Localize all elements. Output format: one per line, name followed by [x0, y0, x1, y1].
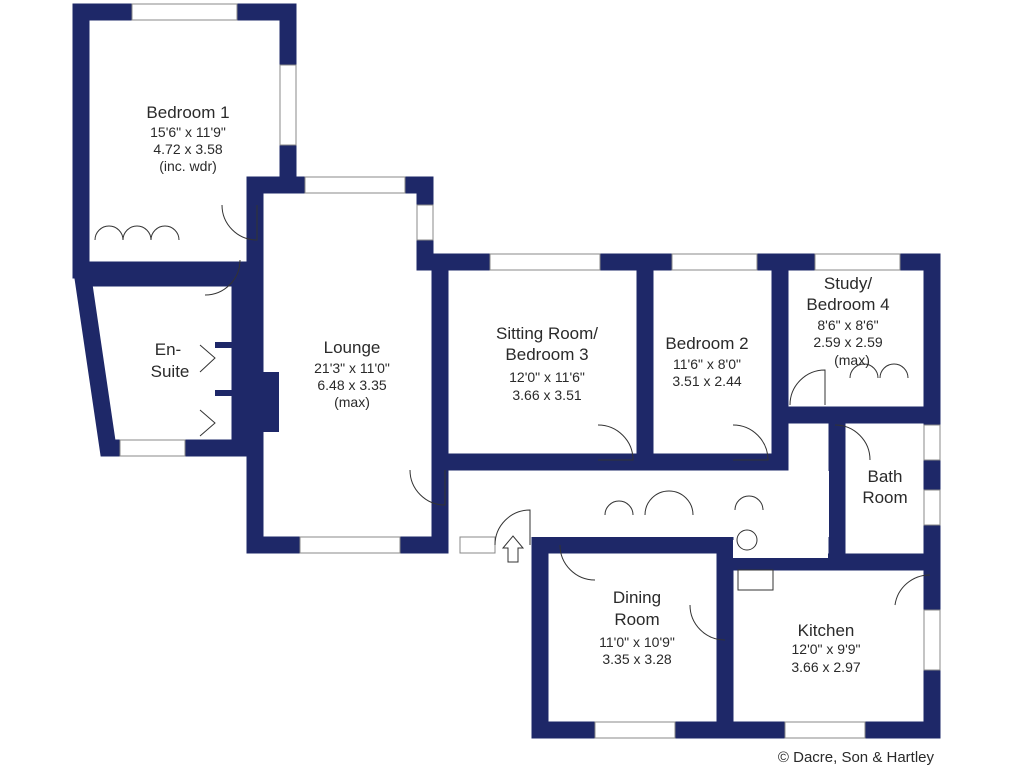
wall-kitchen	[716, 553, 941, 739]
sitting-name-2: Bedroom 3	[505, 345, 589, 364]
bedroom2-imperial: 11'6" x 8'0"	[673, 356, 741, 372]
dining-imperial: 11'0" x 10'9"	[599, 634, 675, 650]
dining-metric: 3.35 x 3.28	[602, 651, 672, 667]
wall-study	[771, 253, 941, 424]
lounge-imperial: 21'3" x 11'0"	[314, 360, 390, 376]
ensuite-name-2: Suite	[150, 362, 190, 381]
bedroom1-metric: 4.72 x 3.58	[153, 141, 223, 157]
ensuite-name-1: En-	[154, 340, 182, 359]
bath-name-2: Room	[862, 488, 908, 507]
bedroom2-name: Bedroom 2	[665, 334, 749, 353]
study-note: (max)	[834, 352, 870, 368]
dining-name-2: Room	[614, 610, 660, 629]
sitting-imperial: 12'0" x 11'6"	[509, 369, 585, 385]
kitchen-metric: 3.66 x 2.97	[791, 659, 861, 675]
dining-name-1: Dining	[612, 588, 662, 607]
lounge-metric: 6.48 x 3.35	[317, 377, 387, 393]
bedroom2-metric: 3.51 x 2.44	[672, 373, 742, 389]
sitting-metric: 3.66 x 3.51	[512, 387, 582, 403]
entrance-arrow-icon	[501, 535, 525, 563]
doors	[94, 204, 931, 641]
study-imperial: 8'6" x 8'6"	[817, 317, 879, 333]
study-name-1: Study/	[823, 274, 873, 293]
bath-name-1: Bath	[867, 467, 903, 486]
study-name-2: Bedroom 4	[806, 295, 890, 314]
study-metric: 2.59 x 2.59	[813, 334, 883, 350]
kitchen-imperial: 12'0" x 9'9"	[791, 641, 861, 657]
kitchen-name: Kitchen	[797, 621, 855, 640]
copyright: © Dacre, Son & Hartley	[777, 749, 934, 766]
lounge-note: (max)	[334, 394, 370, 410]
lounge-name: Lounge	[323, 338, 381, 357]
bedroom1-note: (inc. wdr)	[159, 158, 217, 174]
sitting-name-1: Sitting Room/	[495, 324, 599, 343]
bedroom1-imperial: 15'6" x 11'9"	[150, 124, 226, 140]
windows	[119, 3, 941, 739]
wall-ensuite	[73, 269, 249, 457]
bedroom1-name: Bedroom 1	[146, 103, 230, 122]
